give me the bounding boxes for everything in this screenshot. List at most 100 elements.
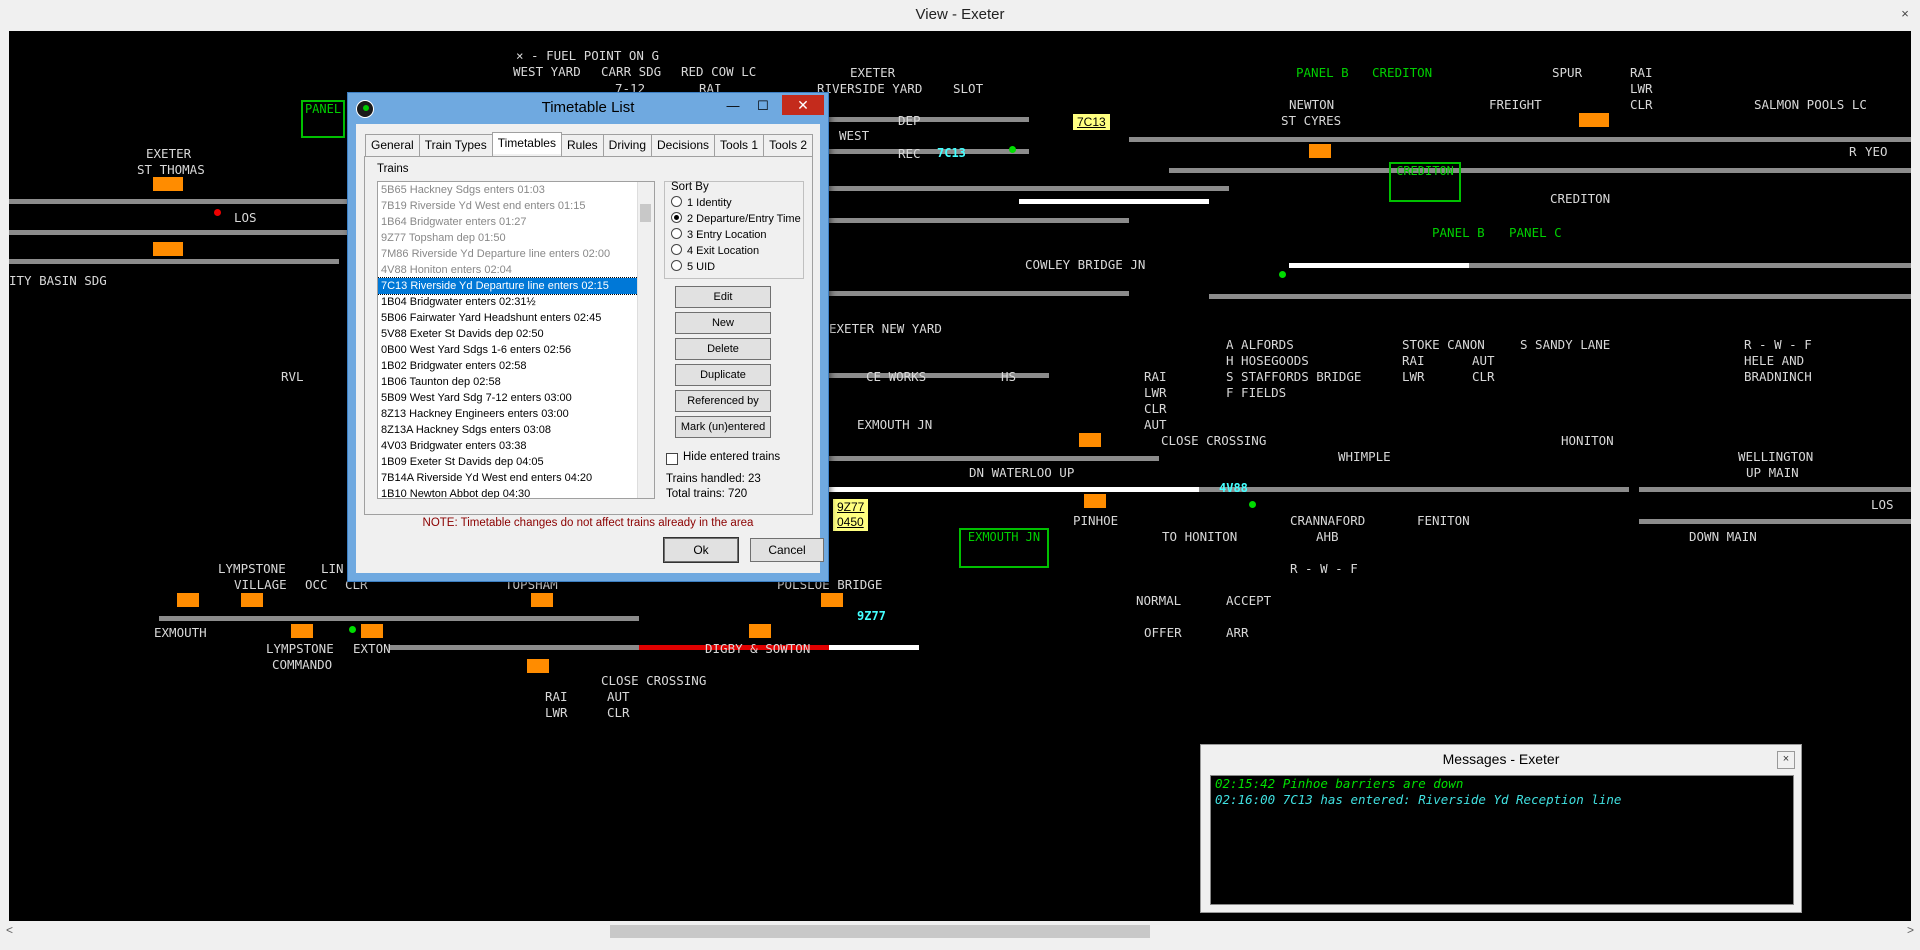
dialog-close-button[interactable]: ✕ [782,95,824,115]
berth-box [153,242,183,256]
diagram-label: DEP [898,113,921,128]
referenced-by-button[interactable]: Referenced by [675,390,771,412]
window-close-button[interactable]: × [1901,6,1909,21]
train-list-item[interactable]: 5B65 Hackney Sdgs enters 01:03 [381,184,545,196]
track-segment [1639,519,1911,524]
delete-button[interactable]: Delete [675,338,771,360]
panel-left[interactable]: PANEL [301,100,345,138]
diagram-label: COMMANDO [272,657,333,672]
diagram-label: PANEL C [1509,225,1562,240]
diagram-label: EXMOUTH JN [857,417,933,432]
train-list-item[interactable]: 1B04 Bridgwater enters 02:31½ [381,296,536,308]
diagram-label: R [1849,144,1857,159]
sort-option-uid[interactable]: 5 UID [671,260,715,273]
tab-driving[interactable]: Driving [602,134,653,156]
signal-lamp[interactable] [349,626,356,633]
diagram-label: S SANDY LANE [1520,337,1611,352]
crediton-panel[interactable]: CREDITON [1389,162,1461,202]
train-tag-id: 7C13 [1077,115,1106,129]
train-list-item[interactable]: 9Z77 Topsham dep 01:50 [381,232,506,244]
dialog-body: General Train Types Timetables Rules Dri… [356,124,824,573]
signal-lamp[interactable] [1279,271,1286,278]
train-list-item[interactable]: 7M86 Riverside Yd Departure line enters … [381,248,611,260]
tab-train-types[interactable]: Train Types [418,134,493,156]
tab-decisions[interactable]: Decisions [651,134,716,156]
minimize-button[interactable]: — [726,98,740,113]
diagram-label: FREIGHT [1489,97,1542,112]
scroll-right-icon[interactable]: > [1906,923,1914,937]
sort-option-entry-location[interactable]: 3 Entry Location [671,228,767,241]
diagram-label: HS [1001,369,1017,384]
horizontal-scrollbar[interactable]: < > [0,921,1920,941]
signal-lamp[interactable] [1249,501,1256,508]
train-list-item[interactable]: 8Z13A Hackney Sdgs enters 03:08 [381,424,551,436]
train-list-item[interactable]: 7B14A Riverside Yd West end enters 04:20 [381,472,593,484]
diagram-label: AUT [1472,353,1495,368]
diagram-label: CLOSE CROSSING [1161,433,1267,448]
train-list-item[interactable]: 5B09 West Yard Sdg 7-12 enters 03:00 [381,392,572,404]
messages-close-button[interactable]: × [1777,751,1795,769]
train-list-item[interactable]: 4V88 Honiton enters 02:04 [381,264,512,276]
tab-timetables[interactable]: Timetables [491,132,562,154]
exmouth-jn-panel[interactable]: EXMOUTH JN [959,528,1049,568]
train-id[interactable]: 7C13 [937,146,966,160]
maximize-button[interactable]: ☐ [757,98,769,113]
signal-lamp[interactable] [214,209,221,216]
mark-unentered-button[interactable]: Mark (un)entered [675,416,771,438]
sort-option-departure-time[interactable]: 2 Departure/Entry Time [671,212,801,225]
edit-button[interactable]: Edit [675,286,771,308]
train-list-item[interactable]: 5B06 Fairwater Yard Headshunt enters 02:… [381,312,602,324]
sort-option-exit-location[interactable]: 4 Exit Location [671,244,759,257]
diagram-label: WELLINGTON [1738,449,1814,464]
diagram-label: CLR [1472,369,1495,384]
tab-rules[interactable]: Rules [560,134,604,156]
diagram-label: LWR [1402,369,1425,384]
diagram-label: ACCEPT [1226,593,1272,608]
list-scrollbar[interactable] [637,182,654,498]
train-id[interactable]: 9Z77 [857,609,886,623]
train-list-item[interactable]: 7B19 Riverside Yd West end enters 01:15 [381,200,586,212]
diagram-label: CLOSE CROSSING [601,673,707,688]
cancel-button[interactable]: Cancel [750,538,824,562]
sort-option-identity[interactable]: 1 Identity [671,196,732,209]
diagram-label: OCC [305,577,328,592]
tab-tools-1[interactable]: Tools 1 [714,134,765,156]
train-list-item[interactable]: 5V88 Exeter St Davids dep 02:50 [381,328,544,340]
signalling-diagram[interactable]: CREDITON EXMOUTH JN PANEL × - FUEL POINT… [9,31,1911,921]
train-list-item[interactable]: 1B10 Newton Abbot dep 04:30 [381,488,531,499]
tab-general[interactable]: General [365,134,420,156]
train-list-item[interactable]: 7C13 Riverside Yd Departure line enters … [378,277,654,295]
hide-entered-checkbox[interactable] [666,453,678,465]
new-button[interactable]: New [675,312,771,334]
tab-tools-2[interactable]: Tools 2 [763,134,814,156]
diagram-label: HONITON [1561,433,1614,448]
scroll-thumb[interactable] [610,925,1150,938]
ok-button[interactable]: Ok [663,537,739,563]
signal-lamp[interactable] [1009,146,1016,153]
train-tag[interactable]: 9Z77 0450 [833,499,869,531]
duplicate-button[interactable]: Duplicate [675,364,771,386]
trains-list[interactable]: 5B65 Hackney Sdgs enters 01:03 7B19 River… [377,181,655,499]
train-tag-time: 0450 [837,515,864,529]
train-list-item[interactable]: 8Z13 Hackney Engineers enters 03:00 [381,408,569,420]
diagram-label: ITY BASIN SDG [9,273,107,288]
scroll-left-icon[interactable]: < [6,923,14,937]
train-list-item[interactable]: 1B09 Exeter St Davids dep 04:05 [381,456,544,468]
track-route-set [829,487,1199,492]
train-list-item[interactable]: 0B00 West Yard Sdgs 1-6 enters 02:56 [381,344,572,356]
train-tag[interactable]: 7C13 [1073,114,1110,130]
berth-box [361,624,383,638]
train-list-item[interactable]: 4V03 Bridgwater enters 03:38 [381,440,527,452]
train-list-item[interactable]: 1B06 Taunton dep 02:58 [381,376,501,388]
diagram-label: DIGBY & SOWTON [705,641,811,656]
train-list-item[interactable]: 1B64 Bridgwater enters 01:27 [381,216,527,228]
track-segment [1169,168,1911,173]
diagram-label: NORMAL [1136,593,1182,608]
train-list-item[interactable]: 1B02 Bridgwater enters 02:58 [381,360,527,372]
diagram-label: EXTON [353,641,391,656]
diagram-label: RAI [1402,353,1425,368]
list-scroll-thumb[interactable] [640,204,651,222]
train-id[interactable]: 4V88 [1219,481,1248,495]
diagram-label: LOS [234,210,257,225]
